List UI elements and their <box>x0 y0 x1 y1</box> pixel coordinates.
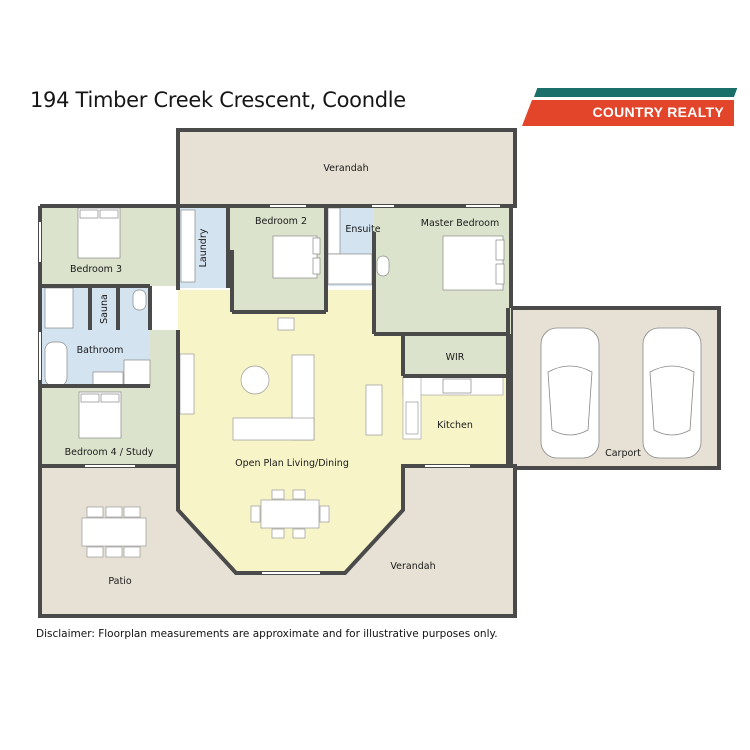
page-title: 194 Timber Creek Crescent, Coondle <box>30 88 406 112</box>
room-label-verandah-top: Verandah <box>323 163 368 174</box>
room-label-patio: Patio <box>108 576 131 587</box>
dining-table-icon <box>250 489 330 539</box>
brand-name: COUNTRY REALTY <box>592 104 724 120</box>
verandah-top-area <box>176 128 517 208</box>
room-label-bedroom4: Bedroom 4 / Study <box>65 447 154 458</box>
bathroom-fixtures-icon <box>44 207 390 387</box>
room-label-ensuite: Ensuite <box>345 224 380 235</box>
room-label-master: Master Bedroom <box>421 218 499 229</box>
room-label-wir: WIR <box>446 352 465 363</box>
room-label-carport: Carport <box>605 448 641 459</box>
room-label-laundry: Laundry <box>198 228 209 267</box>
room-label-bedroom2: Bedroom 2 <box>255 216 307 227</box>
cooktop-icon <box>442 378 472 394</box>
bath-hall-floor <box>150 330 178 386</box>
disclaimer-text: Disclaimer: Floorplan measurements are a… <box>36 628 498 640</box>
living-furniture <box>179 317 383 441</box>
living-kitchen-extension <box>400 375 508 466</box>
room-label-sauna: Sauna <box>99 294 110 324</box>
wir-floor <box>403 334 508 376</box>
room-label-bathroom: Bathroom <box>77 345 124 356</box>
room-label-bedroom3: Bedroom 3 <box>70 264 122 275</box>
car-icon <box>540 327 702 459</box>
patio-table-icon <box>81 506 147 558</box>
room-label-verandah-bottom: Verandah <box>390 561 435 572</box>
windows <box>39 205 500 574</box>
kitchen-sink-icon <box>405 401 419 435</box>
room-label-kitchen: Kitchen <box>437 420 473 431</box>
room-label-living: Open Plan Living/Dining <box>235 458 349 469</box>
bed-icon <box>77 207 505 439</box>
logo-red-band <box>522 100 734 126</box>
brand-logo: COUNTRY REALTY <box>522 88 738 126</box>
